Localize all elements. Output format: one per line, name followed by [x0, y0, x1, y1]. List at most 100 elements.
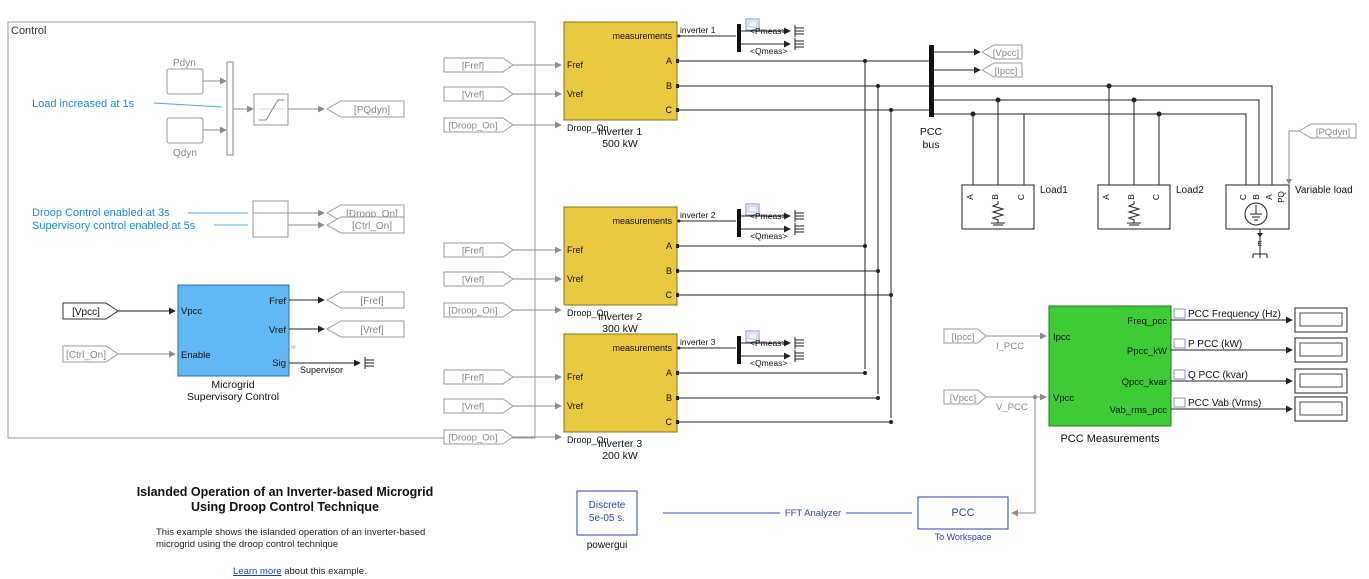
from-fref-inv1[interactable]: [Fref]	[443, 57, 514, 73]
goto-ipcc[interactable]: [Ipcc]	[981, 62, 1023, 78]
sup-name-1: Microgrid	[211, 379, 254, 391]
from-vref-inv3[interactable]: [Vref]	[443, 398, 514, 414]
annotation-supervisory-enable: Supervisory control enabled at 5s	[32, 220, 196, 232]
qmeas-label: <Qmeas>	[750, 358, 787, 368]
scope-icon	[1173, 397, 1186, 408]
svg-text:[Droop_On]: [Droop_On]	[448, 306, 497, 317]
svg-text:[Vref]: [Vref]	[462, 90, 484, 101]
inverter-block[interactable]	[563, 21, 678, 121]
inverter-port-vref: Vref	[567, 274, 584, 284]
sup-port-vref: Vref	[269, 325, 286, 336]
scope-icon	[1173, 338, 1186, 349]
from-vref-inv1[interactable]: [Vref]	[443, 86, 514, 102]
mux-block[interactable]	[226, 61, 234, 156]
phase-buses	[863, 59, 929, 418]
powergui-label: powergui	[587, 540, 628, 551]
goto-pqdyn[interactable]: [PQdyn]	[325, 100, 405, 118]
inverter-port-b: B	[666, 393, 672, 403]
svg-text:[PQdyn]: [PQdyn]	[1316, 127, 1350, 138]
bus-selector[interactable]	[737, 336, 741, 364]
svg-text:A: A	[965, 194, 975, 200]
pcc-port-vpcc: Vpcc	[1053, 393, 1074, 404]
pcc-display-1: PCC Frequency (Hz)	[1171, 307, 1348, 333]
wireless-icon: ≈	[291, 342, 296, 352]
from-droop_on-inv3[interactable]: [Droop_On]	[443, 429, 514, 445]
inverter-name: Inverter 2	[598, 311, 643, 323]
from-droop_on-inv2[interactable]: [Droop_On]	[443, 302, 514, 318]
from-pqdyn[interactable]: [PQdyn]	[1298, 123, 1357, 139]
display-label: PCC Frequency (Hz)	[1188, 309, 1281, 320]
pmeas-label: <Pmeas>	[750, 211, 786, 221]
svg-text:[Ctrl_On]: [Ctrl_On]	[352, 221, 392, 232]
terminator-icon	[794, 210, 804, 222]
inverter-port-fref: Fref	[567, 60, 584, 70]
svg-text:[Vpcc]: [Vpcc]	[993, 48, 1019, 59]
from-ipcc[interactable]: [Ipcc]	[943, 328, 987, 344]
svg-text:B: B	[1251, 194, 1261, 200]
powergui-line1: Discrete	[589, 500, 626, 511]
svg-text:[Vpcc]: [Vpcc]	[72, 307, 100, 318]
inverter-port-c: C	[666, 105, 673, 115]
pdyn-block[interactable]	[166, 68, 204, 95]
sup-port-vpcc: Vpcc	[181, 306, 202, 317]
bus-phase-lines	[934, 83, 1273, 185]
model-title-line1: Islanded Operation of an Inverter-based …	[136, 485, 434, 499]
ground-icon	[1252, 253, 1268, 258]
pcc-port-q: Qpcc_kvar	[1122, 377, 1167, 388]
to-workspace-var: PCC	[951, 507, 974, 519]
bus-selector[interactable]	[737, 24, 741, 52]
goto-fref[interactable]: [Fref]	[325, 291, 405, 309]
from-fref-inv2[interactable]: [Fref]	[443, 242, 514, 258]
svg-text:B: B	[1126, 194, 1136, 200]
ramp-icon	[259, 99, 284, 121]
bus-selector[interactable]	[737, 209, 741, 237]
sup-name-2: Supervisory Control	[187, 391, 279, 403]
from-vref-inv2[interactable]: [Vref]	[443, 271, 514, 287]
pcc-port-ipcc: Ipcc	[1053, 332, 1071, 343]
goto-vpcc[interactable]: [Vpcc]	[981, 44, 1023, 60]
from-droop_on-inv1[interactable]: [Droop_On]	[443, 117, 514, 133]
from-ctrl-on-supervisory[interactable]: [Ctrl_On]	[62, 345, 119, 363]
inverter-port-fref: Fref	[567, 245, 584, 255]
pcc-bus-label-2: bus	[923, 139, 940, 151]
svg-text:C: C	[1238, 194, 1248, 200]
v-pcc-label: V_PCC	[996, 402, 1028, 413]
from-vpcc-supervisory[interactable]: [Vpcc]	[62, 302, 119, 320]
learn-more-link[interactable]: Learn more	[233, 566, 282, 577]
model-title-line2: Using Droop Control Technique	[191, 500, 379, 514]
variable-load-label: Variable load	[1295, 185, 1353, 196]
from-vpcc-meas[interactable]: [Vpcc]	[943, 389, 987, 405]
load2-label: Load2	[1176, 185, 1204, 196]
inverter-name: Inverter 3	[598, 438, 643, 450]
supervisory-control-block[interactable]	[177, 284, 290, 377]
goto-ctrl-on[interactable]: [Ctrl_On]	[325, 216, 405, 234]
from-fref-inv3[interactable]: [Fref]	[443, 369, 514, 385]
scope-icon	[1173, 308, 1186, 319]
pcc-display-4: PCC Vab (Vrms)	[1171, 396, 1348, 422]
svg-text:[Fref]: [Fref]	[360, 296, 384, 307]
ctrl-step-block[interactable]	[252, 212, 289, 238]
inverter-block[interactable]	[563, 333, 678, 433]
inverter-port-a: A	[666, 241, 672, 251]
inverter-port-c: C	[666, 290, 673, 300]
pmeas-label: <Pmeas>	[750, 338, 786, 348]
terminator-icon	[364, 357, 374, 369]
powergui-block[interactable]	[576, 490, 638, 536]
pcc-measurements-block[interactable]	[1048, 305, 1172, 427]
goto-vref[interactable]: [Vref]	[325, 320, 405, 338]
qdyn-block[interactable]	[166, 117, 204, 144]
inverter-block[interactable]	[563, 206, 678, 306]
inverter-port-droop_on: Droop_On	[567, 435, 609, 445]
pcc-bus-bar[interactable]	[929, 45, 934, 117]
qmeas-label: <Qmeas>	[750, 231, 787, 241]
inverter-signal-label: inverter 2	[680, 210, 716, 220]
to-workspace-block[interactable]	[917, 496, 1009, 530]
sup-port-sig: Sig	[272, 358, 286, 369]
annotation-load-increase: Load increased at 1s	[32, 98, 135, 110]
pmeas-label: <Pmeas>	[750, 26, 786, 36]
inverter-port-measurements: measurements	[612, 216, 672, 226]
svg-text:[Vref]: [Vref]	[462, 275, 484, 286]
inverter-port-b: B	[666, 266, 672, 276]
